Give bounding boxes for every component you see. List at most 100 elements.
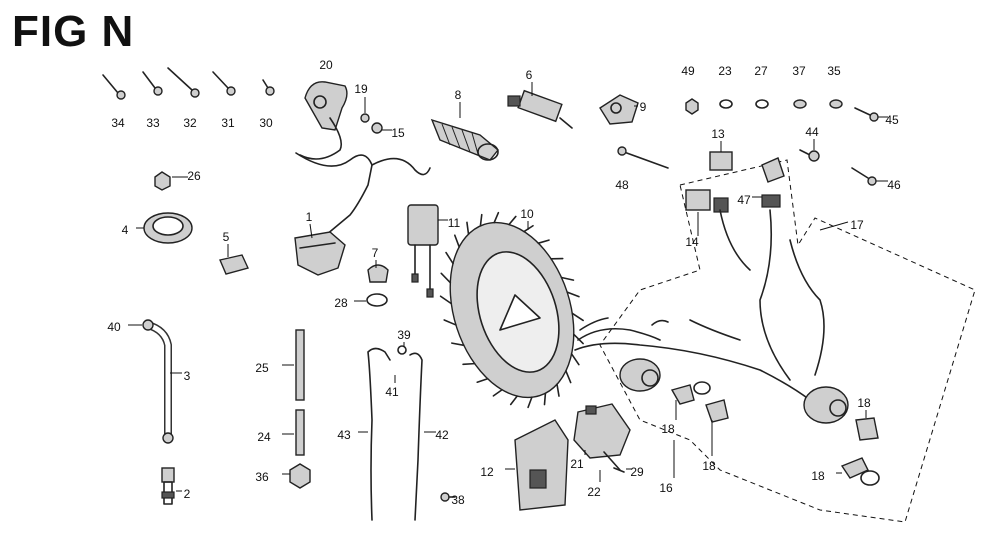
flywheel-fin xyxy=(570,353,580,366)
ignition-coil-1-shape xyxy=(294,231,346,276)
callout-33: 33 xyxy=(146,116,160,130)
screw-29-shape xyxy=(613,467,625,473)
callout-45: 45 xyxy=(885,113,899,127)
spark-plug-2-shape xyxy=(161,467,175,505)
callout-21: 21 xyxy=(570,457,584,471)
callout-43: 43 xyxy=(337,428,351,442)
washer-35-shape xyxy=(829,99,843,109)
flywheel-fin xyxy=(527,396,533,409)
leader-line xyxy=(309,223,313,239)
ignition-wire-shape xyxy=(295,152,431,241)
callout-8: 8 xyxy=(455,88,462,102)
callout-27: 27 xyxy=(754,64,768,78)
callout-32: 32 xyxy=(183,116,197,130)
callout-13: 13 xyxy=(711,127,725,141)
callout-19: 19 xyxy=(354,82,368,96)
flywheel-fin xyxy=(509,395,518,406)
figure-title: FIG N xyxy=(12,7,135,56)
callout-48: 48 xyxy=(615,178,629,192)
gasket-9-shape xyxy=(599,94,639,125)
harness-outline xyxy=(599,159,976,523)
stud-25-shape xyxy=(295,329,305,401)
flywheel-fin xyxy=(523,224,534,233)
flywheel-fin xyxy=(439,295,453,305)
flywheel-fin xyxy=(566,291,580,298)
seal-ring-4-shape xyxy=(143,212,193,244)
bolt-19-shape xyxy=(360,113,370,123)
callout-37: 37 xyxy=(792,64,806,78)
washer-23-shape xyxy=(719,99,733,109)
callout-4: 4 xyxy=(122,223,129,237)
bolt-46-shape xyxy=(851,167,877,186)
connector-13-shape xyxy=(709,151,733,171)
clip-39-shape xyxy=(397,345,407,355)
connector-47-shape xyxy=(761,157,785,208)
callout-36: 36 xyxy=(255,470,269,484)
callout-40: 40 xyxy=(107,320,121,334)
flywheel-fin xyxy=(479,213,483,227)
callout-39: 39 xyxy=(397,328,411,342)
callout-41: 41 xyxy=(385,385,399,399)
wiring-harness-shape xyxy=(574,209,825,401)
callout-20: 20 xyxy=(319,58,333,72)
flywheel-fin xyxy=(543,392,547,406)
bolt-45-shape xyxy=(854,107,879,122)
callout-1: 1 xyxy=(306,210,313,224)
flywheel-fin xyxy=(571,312,584,322)
callout-29: 29 xyxy=(630,465,644,479)
callout-16: 16 xyxy=(659,481,673,495)
nut-15-shape xyxy=(371,122,383,134)
callout-2: 2 xyxy=(184,487,191,501)
bolt-26-shape xyxy=(154,171,171,191)
washer-27-shape xyxy=(755,99,769,109)
bolt-44-shape xyxy=(799,149,820,162)
callout-17: 17 xyxy=(850,218,864,232)
cover-12-shape xyxy=(514,419,569,511)
flywheel-fin xyxy=(560,276,575,281)
connector-14-shape xyxy=(685,189,729,213)
callout-30: 30 xyxy=(259,116,273,130)
callout-38: 38 xyxy=(451,493,465,507)
flywheel-fin xyxy=(508,215,517,226)
callout-18: 18 xyxy=(857,396,871,410)
callout-34: 34 xyxy=(111,116,125,130)
callout-22: 22 xyxy=(587,485,601,499)
sensor-6-shape xyxy=(507,89,573,129)
callout-9: 9 xyxy=(640,100,647,114)
callout-31: 31 xyxy=(221,116,235,130)
coil-bracket-20-shape xyxy=(299,81,348,160)
nut-49-shape xyxy=(685,98,699,115)
key-18-left-shape xyxy=(670,381,729,423)
callout-5: 5 xyxy=(223,230,230,244)
callout-35: 35 xyxy=(827,64,841,78)
switch-right-shape xyxy=(803,386,849,424)
flywheel-fin xyxy=(565,370,572,384)
callout-7: 7 xyxy=(372,246,379,260)
callout-12: 12 xyxy=(480,465,494,479)
callout-42: 42 xyxy=(435,428,449,442)
round-switch-shape xyxy=(619,358,661,392)
grip-8-shape xyxy=(430,118,499,161)
leader-lines xyxy=(128,82,888,498)
clip-5-shape xyxy=(219,254,249,275)
flywheel-10-shape xyxy=(439,211,584,409)
callout-18: 18 xyxy=(661,422,675,436)
bolt-32-shape xyxy=(167,67,200,98)
callout-28: 28 xyxy=(334,296,348,310)
flywheel-fin xyxy=(476,377,489,384)
flywheel-fin xyxy=(556,383,560,397)
callout-18: 18 xyxy=(811,469,825,483)
flywheel-fin xyxy=(440,272,452,284)
flywheel-fin xyxy=(492,388,503,397)
callout-49: 49 xyxy=(681,64,695,78)
condenser-11-shape xyxy=(407,204,439,298)
flywheel-fin xyxy=(451,342,465,347)
callout-25: 25 xyxy=(255,361,269,375)
flywheel-fin xyxy=(443,319,457,326)
wire-43-shape xyxy=(367,347,391,521)
tube-3-shape xyxy=(142,319,174,444)
callout-6: 6 xyxy=(526,68,533,82)
